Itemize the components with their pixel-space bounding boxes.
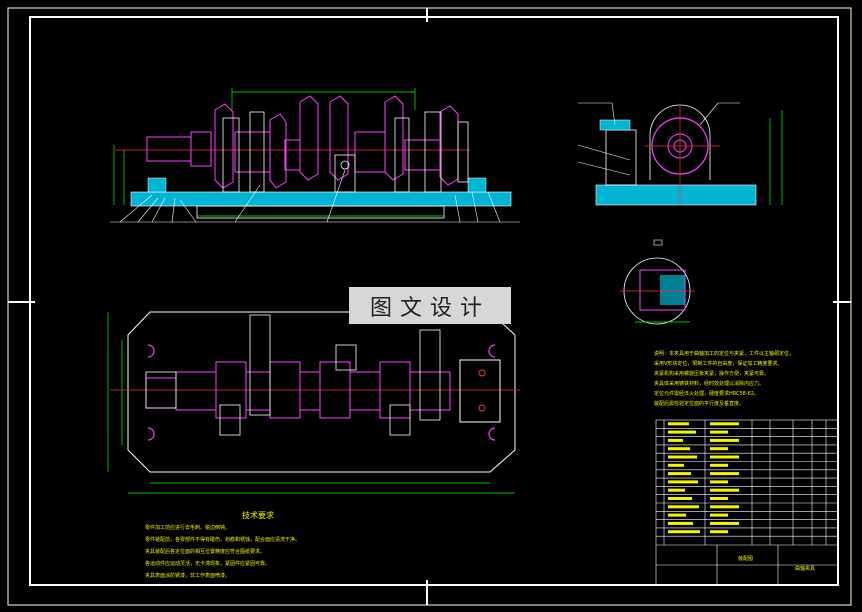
detail-view <box>620 239 695 325</box>
tech-requirement-line: 零件加工前应进行去毛刺、锐边倒钝。 <box>145 525 231 531</box>
side-view <box>577 102 783 206</box>
sheet-border-outer <box>7 7 852 606</box>
parts-list-entry-mark <box>710 447 728 451</box>
note-line: 夹紧机构采用螺旋压板夹紧，操作方便，夹紧可靠。 <box>654 371 770 377</box>
parts-list-entry-mark <box>710 438 739 442</box>
parts-list-entry-mark <box>710 472 739 476</box>
parts-list-entry-mark <box>710 463 728 467</box>
tech-requirements-title: 技术要求 <box>242 511 274 520</box>
front-view <box>110 88 520 223</box>
top-view <box>107 311 520 494</box>
parts-list-entry-mark <box>668 480 698 484</box>
parts-list-entry-mark <box>710 513 728 517</box>
parts-list-entry-mark <box>668 505 699 509</box>
parts-list-entry-mark <box>710 530 728 534</box>
parts-list-entry-mark <box>710 488 739 492</box>
parts-list-entry-mark <box>710 497 728 500</box>
parts-list-entry-mark <box>668 521 693 525</box>
title-block-name: 曲轴夹具 <box>795 566 816 572</box>
parts-list-entry-mark <box>710 521 739 525</box>
note-line: 采用V形块定位，限制工件的自由度，保证加工精度要求。 <box>654 361 783 367</box>
note-line: 定位元件需经淬火处理，硬度要求HRC58-62。 <box>654 391 760 397</box>
parts-list-entry-mark <box>668 488 685 492</box>
parts-list-entry-mark <box>668 472 691 476</box>
parts-list-entry-mark <box>668 422 689 426</box>
parts-list-entry-mark <box>710 480 728 484</box>
parts-list-table <box>655 419 839 586</box>
tech-requirement-line: 夹具装配后各定位面的相互位置精度应符合图纸要求。 <box>145 549 266 555</box>
parts-list-entry-mark <box>668 497 692 500</box>
parts-list-entry-mark <box>668 455 697 459</box>
title-block-drawing-label: 装配图 <box>738 556 754 562</box>
tech-requirement-line: 零件装配前，各零部件不得有碰伤、划痕和锈蚀，配合面应清洗干净。 <box>145 537 301 543</box>
note-line: 夹具体采用铸铁材料，经时效处理以消除内应力。 <box>654 381 765 387</box>
parts-list-entry-mark <box>668 438 683 442</box>
parts-list-entry-mark <box>710 455 739 459</box>
parts-list-entry-mark <box>668 463 684 467</box>
parts-list-entry-mark <box>668 513 686 517</box>
parts-list-entry-mark <box>710 430 728 434</box>
parts-list-entry-mark <box>668 530 700 534</box>
note-line: 装配后需检验定位面的平行度及垂直度。 <box>654 401 745 407</box>
watermark: 图文设计 <box>349 287 511 324</box>
parts-list-entry-mark <box>668 447 690 451</box>
tech-requirement-line: 各运动件应运动灵活，无卡滞现象，紧固件应紧固可靠。 <box>145 561 271 567</box>
note-line: 说明：本夹具用于曲轴加工的定位与夹紧，工件以主轴颈定位， <box>654 351 795 357</box>
tech-requirement-line: 夹具表面涂防锈漆，非工作表面喷漆。 <box>145 573 231 579</box>
parts-list-entry-mark <box>668 430 696 434</box>
parts-list-entry-mark <box>710 505 739 509</box>
parts-list-entry-mark <box>710 422 739 426</box>
